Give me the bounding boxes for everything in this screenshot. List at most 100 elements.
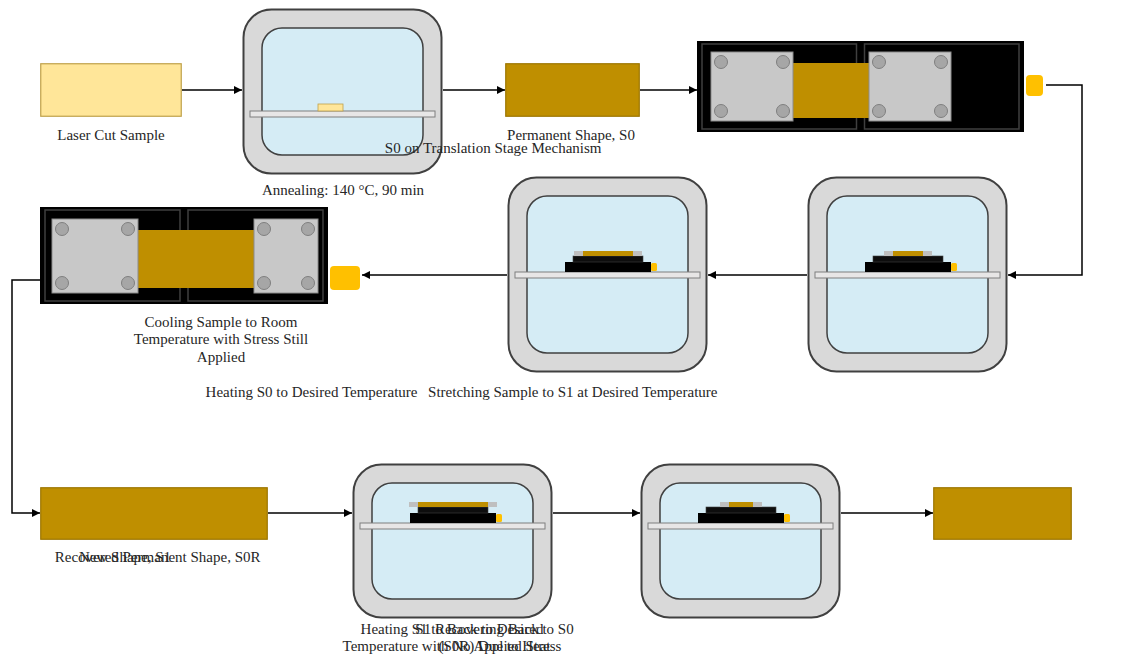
sample-strip	[318, 104, 343, 111]
step-caption: Annealing: 140 °C, 90 min	[262, 182, 424, 199]
stage-knob	[784, 514, 790, 522]
clamp-screw	[258, 277, 271, 290]
clamp-plate	[720, 502, 729, 507]
process-step: Stretching Sample to S1 at Desired Tempe…	[507, 176, 708, 373]
clamp-plate	[254, 219, 318, 293]
stage-knob	[951, 263, 957, 271]
sample-strip	[41, 64, 182, 117]
process-step: Recovered Permanent Shape, S0R	[933, 487, 1072, 540]
sample-strip	[580, 251, 636, 256]
clamp-screw	[258, 223, 271, 236]
flow-arrow	[841, 512, 933, 514]
step-illustration	[352, 463, 553, 619]
step-illustration	[40, 207, 362, 304]
step-illustration	[640, 463, 841, 619]
sample-strip	[785, 63, 880, 118]
stage-base	[698, 513, 784, 523]
sample-strip	[41, 488, 268, 540]
clamp-plate	[633, 251, 642, 256]
clamp-plate	[753, 502, 762, 507]
step-illustration	[933, 487, 1072, 540]
clamp-screw	[302, 277, 315, 290]
clamp-plate	[923, 251, 932, 256]
sample-strip	[934, 488, 1072, 540]
step-caption: Cooling Sample to Room Temperature with …	[126, 314, 316, 366]
oven-window	[660, 483, 821, 599]
oven-body	[809, 178, 1007, 372]
oven-shelf	[515, 272, 700, 278]
sample-strip	[726, 502, 756, 507]
sample-strip	[506, 64, 640, 117]
flow-arrow	[362, 274, 507, 276]
step-caption: Recovered Permanent Shape, S0R	[55, 549, 261, 566]
oven-shelf	[360, 523, 545, 529]
process-step: Heating S1 to Back to Desired Temperatur…	[352, 463, 553, 619]
clamp-screw	[56, 277, 69, 290]
flow-arrow	[268, 512, 352, 514]
process-step: Laser Cut Sample	[40, 63, 182, 117]
clamp-screw	[873, 56, 886, 69]
stage-base	[410, 513, 496, 523]
process-step: Heating S0 to Desired Temperature	[807, 176, 1008, 373]
stage-knob	[1026, 75, 1043, 96]
flow-arrow	[640, 89, 697, 91]
step-illustration	[40, 63, 182, 117]
clamp-screw	[777, 56, 790, 69]
step-illustration	[697, 41, 1046, 132]
oven-body	[354, 465, 552, 618]
clamp-screw	[56, 223, 69, 236]
clamp-screw	[715, 105, 728, 118]
clamp-plate	[574, 251, 583, 256]
oven-window	[262, 28, 423, 155]
step-caption: S0 on Translation Stage Mechanism	[385, 140, 602, 157]
clamp-plate	[488, 502, 497, 507]
flow-arrow	[182, 89, 242, 91]
process-step: New Shape, S1	[40, 487, 268, 540]
sample-strip	[130, 230, 265, 288]
stage-clamp	[418, 507, 488, 513]
flow-arrow	[12, 280, 40, 513]
clamp-screw	[935, 105, 948, 118]
clamp-plate	[52, 219, 138, 293]
oven-window	[372, 483, 533, 599]
clamp-screw	[715, 56, 728, 69]
process-step: Permanent Shape, S0	[505, 63, 640, 117]
clamp-screw	[935, 56, 948, 69]
step-illustration	[40, 487, 268, 540]
stage-clamp	[873, 256, 943, 262]
step-illustration	[505, 63, 640, 117]
stage-knob	[651, 263, 657, 271]
oven-body	[509, 178, 707, 372]
stage-clamp	[706, 507, 776, 513]
oven-shelf	[648, 523, 833, 529]
clamp-screw	[122, 223, 135, 236]
clamp-plate	[884, 251, 893, 256]
oven-shelf	[250, 111, 435, 117]
step-caption: Heating S0 to Desired Temperature	[206, 384, 418, 401]
step-caption: Laser Cut Sample	[57, 127, 164, 144]
stage-base	[865, 262, 951, 272]
process-step: Cooling Sample to Room Temperature with …	[40, 207, 362, 304]
oven-shelf	[815, 272, 1000, 278]
clamp-plate	[409, 502, 418, 507]
stage-base	[565, 262, 651, 272]
clamp-screw	[873, 105, 886, 118]
stage-body	[40, 207, 328, 304]
process-step: S1 Recovering Back to S0 (S0R) Due to He…	[640, 463, 841, 619]
stage-knob	[330, 266, 360, 290]
stage-knob	[496, 514, 502, 522]
flow-arrow	[708, 274, 807, 276]
clamp-screw	[122, 277, 135, 290]
clamp-plate	[869, 52, 951, 121]
stage-clamp	[573, 256, 643, 262]
stage-rail	[865, 44, 1020, 129]
stage-body	[697, 41, 1024, 132]
flow-arrow	[443, 89, 505, 91]
oven-body	[642, 465, 840, 618]
step-caption: S1 Recovering Back to S0 (S0R) Due to He…	[405, 621, 585, 656]
clamp-screw	[302, 223, 315, 236]
clamp-plate	[711, 52, 793, 121]
step-illustration	[507, 176, 708, 373]
clamp-screw	[777, 105, 790, 118]
flow-arrow	[553, 512, 640, 514]
